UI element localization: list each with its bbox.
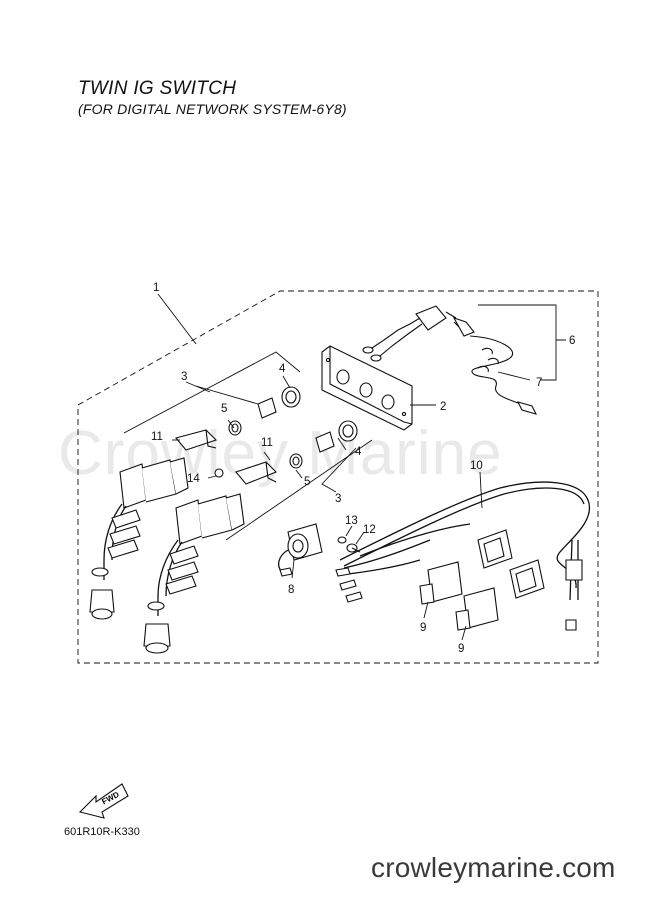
callout-3-upper: 3	[181, 371, 187, 383]
switch-panel	[321, 345, 413, 431]
callout-13: 13	[345, 515, 358, 527]
callout-11-upper: 11	[151, 431, 163, 443]
lower-switch-parts	[214, 420, 358, 485]
callout-1: 1	[153, 282, 159, 294]
leader-lines	[123, 293, 566, 641]
callout-12: 12	[363, 524, 376, 536]
diagram-title: TWIN IG SWITCH	[78, 78, 237, 99]
callout-4-lower: 4	[355, 446, 362, 458]
callout-2: 2	[440, 401, 446, 413]
fwd-arrow-icon: FWD	[78, 783, 129, 819]
stop-switch-assembly	[362, 305, 538, 415]
callout-6: 6	[569, 335, 575, 347]
callout-3-lower: 3	[335, 493, 341, 505]
callout-5-upper: 5	[221, 403, 227, 415]
main-harness	[335, 481, 591, 631]
assembly-boundary	[77, 290, 599, 664]
callout-9-right: 9	[458, 643, 464, 655]
footer-site: crowleymarine.com	[371, 852, 616, 883]
diagram-subtitle: (FOR DIGITAL NETWORK SYSTEM-6Y8)	[78, 101, 347, 117]
buzzer	[277, 523, 323, 577]
callout-8: 8	[288, 584, 294, 596]
upper-ig-switch	[89, 457, 189, 620]
lower-ig-switch	[143, 493, 245, 654]
callouts: 1 2 3 3 4 4 5 5 6 7 8 9 9 10 11 11 12 13…	[151, 282, 575, 655]
part-code: 601R10R-K330	[64, 826, 140, 838]
callout-4-upper: 4	[279, 363, 286, 375]
relays	[419, 561, 499, 631]
callout-10: 10	[470, 460, 483, 472]
callout-5-lower: 5	[304, 476, 310, 488]
screw-washer	[337, 536, 361, 553]
upper-switch-parts	[175, 386, 301, 451]
callout-7: 7	[536, 377, 542, 389]
callout-14: 14	[187, 473, 200, 485]
callout-11-lower: 11	[261, 437, 273, 449]
callout-9-left: 9	[420, 622, 426, 634]
